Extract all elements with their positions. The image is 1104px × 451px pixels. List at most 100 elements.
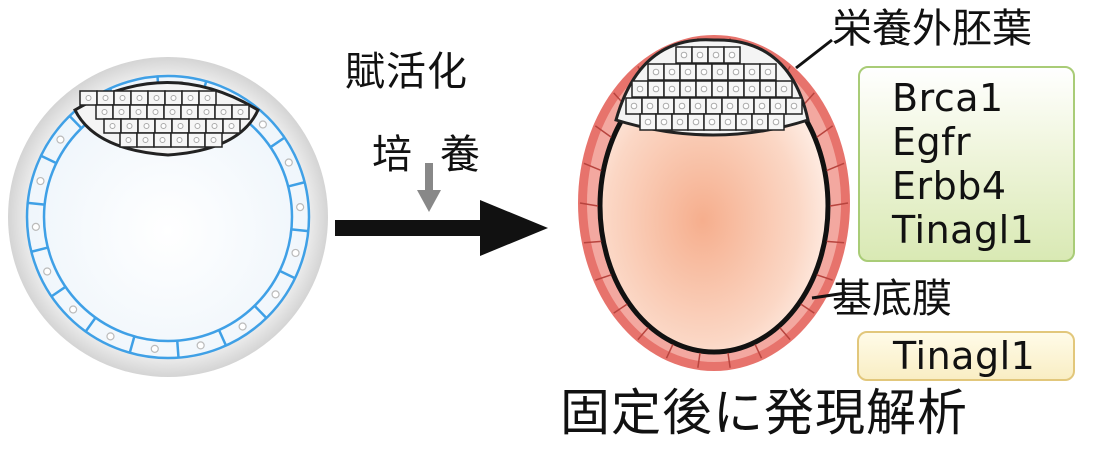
nucleus (143, 138, 148, 143)
nucleus (765, 69, 771, 75)
nucleus (725, 119, 731, 125)
nucleus (663, 103, 669, 109)
nucleus (238, 110, 243, 115)
nucleus (102, 110, 107, 115)
cell-border (28, 203, 45, 205)
nucleus (57, 136, 64, 143)
inner-cell-mass-after (616, 40, 808, 135)
nucleus (177, 138, 182, 143)
nucleus (229, 124, 234, 129)
nucleus (119, 110, 124, 115)
nucleus (170, 110, 175, 115)
nucleus (791, 103, 797, 109)
nucleus (194, 138, 199, 143)
caption: 固定後に発現解析 (560, 388, 968, 438)
nucleus (653, 86, 659, 92)
main-arrow-shaft (335, 220, 485, 236)
trophectoderm-label: 栄養外胚葉 (832, 9, 1032, 49)
trophectoderm-leader-line (796, 40, 832, 68)
nucleus (127, 124, 132, 129)
gene-item: Egfr (892, 120, 1073, 164)
nucleus (70, 306, 77, 313)
nucleus (713, 52, 719, 58)
nucleus (685, 86, 691, 92)
nucleus (717, 69, 723, 75)
trophectoderm-gene-box: Brca1 Egfr Erbb4 Tinagl1 (858, 66, 1075, 262)
nucleus (171, 96, 176, 101)
nucleus (144, 124, 149, 129)
nucleus (757, 119, 763, 125)
nucleus (285, 159, 292, 166)
nucleus (733, 69, 739, 75)
nucleus (103, 96, 108, 101)
gene-item: Tinagl1 (893, 334, 1073, 378)
nucleus (160, 138, 165, 143)
nucleus (709, 119, 715, 125)
nucleus (120, 96, 125, 101)
nucleus (711, 103, 717, 109)
nucleus (679, 103, 685, 109)
nucleus (681, 52, 687, 58)
nucleus (749, 69, 755, 75)
nucleus (637, 86, 643, 92)
gene-item: Brca1 (892, 76, 1073, 120)
nucleus (759, 103, 765, 109)
culture-label-first: 培 (372, 135, 412, 175)
nucleus (661, 119, 667, 125)
nucleus (154, 96, 159, 101)
nucleus (221, 110, 226, 115)
nucleus (86, 96, 91, 101)
basement-membrane-label: 基底膜 (832, 279, 952, 319)
nucleus (37, 178, 44, 185)
basement-membrane-gene-box: Tinagl1 (857, 331, 1075, 381)
nucleus (239, 323, 246, 330)
nucleus (697, 52, 703, 58)
nucleus (749, 86, 755, 92)
nucleus (727, 103, 733, 109)
nucleus (677, 119, 683, 125)
nucleus (211, 138, 216, 143)
nucleus (733, 86, 739, 92)
nucleus (775, 103, 781, 109)
nucleus (136, 110, 141, 115)
nucleus (669, 69, 675, 75)
small-arrow-head (417, 190, 441, 212)
cell-border (291, 229, 308, 231)
nucleus (197, 342, 204, 349)
main-arrow-head (480, 200, 548, 256)
nucleus (773, 119, 779, 125)
nucleus (647, 103, 653, 109)
nucleus (32, 223, 39, 230)
nucleus (178, 124, 183, 129)
nucleus (204, 110, 209, 115)
nucleus (126, 138, 131, 143)
nucleus (205, 96, 210, 101)
nucleus (195, 124, 200, 129)
nucleus (44, 268, 51, 275)
nucleus (297, 204, 304, 211)
nucleus (743, 103, 749, 109)
nucleus (685, 69, 691, 75)
nucleus (161, 124, 166, 129)
nucleus (272, 291, 279, 298)
blastocyst-after (578, 35, 850, 371)
nucleus (729, 52, 735, 58)
culture-label-second: 養 (440, 135, 480, 175)
blastocyst-before (8, 57, 328, 377)
cell-border (177, 341, 178, 358)
nucleus (259, 121, 266, 128)
nucleus (137, 96, 142, 101)
nucleus (741, 119, 747, 125)
nucleus (765, 86, 771, 92)
nucleus (701, 86, 707, 92)
nucleus (781, 86, 787, 92)
nucleus (153, 110, 158, 115)
gene-item: Tinagl1 (892, 208, 1073, 252)
nucleus (187, 110, 192, 115)
nucleus (717, 86, 723, 92)
nucleus (107, 333, 114, 340)
activation-label: 賦活化 (345, 52, 468, 92)
nucleus (110, 124, 115, 129)
nucleus (631, 103, 637, 109)
nucleus (188, 96, 193, 101)
